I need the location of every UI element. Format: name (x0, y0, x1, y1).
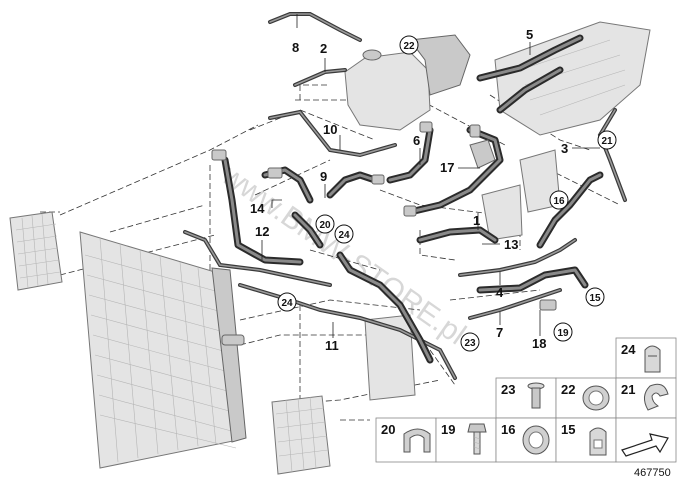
coolant-pump-housing (364, 314, 416, 401)
intake-manifold (494, 21, 651, 136)
callout-9: 9 (320, 169, 327, 184)
clamp-24-icon (644, 345, 661, 373)
circled-callout-19: 19 (553, 322, 573, 342)
svg-text:24: 24 (621, 342, 636, 357)
hose-clip-21-icon (644, 383, 669, 411)
main-radiator (79, 231, 247, 469)
part-cell-23: 23 (495, 377, 557, 419)
svg-text:16: 16 (501, 422, 515, 437)
callout-5: 5 (526, 27, 533, 42)
arrow-icon (621, 433, 669, 457)
part-cell-22: 22 (555, 377, 617, 419)
part-cell-15: 15 (555, 417, 617, 463)
circled-callout-16: 16 (549, 190, 569, 210)
svg-text:15: 15 (561, 422, 575, 437)
callout-1: 1 (473, 213, 480, 228)
circled-callouts: 22 21 16 20 24 24 15 19 (277, 35, 617, 352)
reference-number: 467750 (634, 467, 671, 479)
svg-text:20: 20 (381, 422, 395, 437)
bracket-20-icon (403, 428, 431, 453)
circled-callout-24-lower: 24 (277, 292, 297, 312)
expansion-tank (344, 34, 471, 131)
svg-text:19: 19 (441, 422, 455, 437)
circled-callout-22: 22 (399, 35, 419, 55)
callout-8: 8 (292, 40, 299, 55)
circled-callout-23: 23 (460, 332, 480, 352)
auxiliary-radiator-bottom (271, 395, 331, 475)
svg-text:22: 22 (403, 41, 415, 52)
svg-text:24: 24 (281, 298, 293, 309)
svg-text:24: 24 (338, 230, 350, 241)
clip-15-icon (589, 427, 607, 456)
hose-clamp-22-icon (582, 385, 610, 411)
part-cell-21: 21 (615, 377, 677, 419)
callout-18: 18 (532, 336, 546, 351)
leader-lines (261, 14, 600, 338)
expansion-rivet-icon (527, 382, 545, 409)
part-cell-20: 20 (375, 417, 437, 463)
part-cell-19: 19 (435, 417, 497, 463)
svg-text:20: 20 (319, 220, 331, 231)
circled-callout-15: 15 (585, 287, 605, 307)
hose-fittings (211, 121, 557, 311)
callout-14: 14 (250, 201, 265, 216)
callout-4: 4 (496, 285, 504, 300)
callout-3: 3 (561, 141, 568, 156)
screw-19-icon (467, 423, 487, 455)
callout-13: 13 (504, 237, 518, 252)
hardware-parts-table: 24 23 22 21 (375, 337, 677, 463)
auxiliary-radiator-left (9, 211, 63, 291)
svg-text:23: 23 (501, 382, 515, 397)
svg-text:22: 22 (561, 382, 575, 397)
callout-17: 17 (440, 160, 454, 175)
callout-10: 10 (323, 122, 337, 137)
svg-text:21: 21 (601, 136, 613, 147)
circled-callout-24-upper: 24 (334, 224, 354, 244)
callout-2: 2 (320, 41, 327, 56)
part-cell-16: 16 (495, 417, 557, 463)
circled-callout-20: 20 (315, 214, 335, 234)
svg-text:15: 15 (589, 293, 601, 304)
callout-11: 11 (325, 338, 339, 353)
circled-callout-21: 21 (597, 130, 617, 150)
svg-text:16: 16 (553, 196, 565, 207)
part-callouts: 8 2 5 10 6 3 9 17 14 1 12 13 4 7 11 18 (250, 27, 568, 353)
svg-text:23: 23 (464, 338, 476, 349)
callout-12: 12 (255, 224, 269, 239)
coolant-reservoir-center (481, 184, 523, 241)
hose-clamp-16-icon (522, 425, 550, 455)
svg-text:21: 21 (621, 382, 635, 397)
svg-text:19: 19 (557, 328, 569, 339)
callout-6: 6 (413, 133, 420, 148)
part-cell-24: 24 (615, 337, 677, 379)
direction-arrow-cell (615, 417, 677, 463)
callout-7: 7 (496, 325, 503, 340)
